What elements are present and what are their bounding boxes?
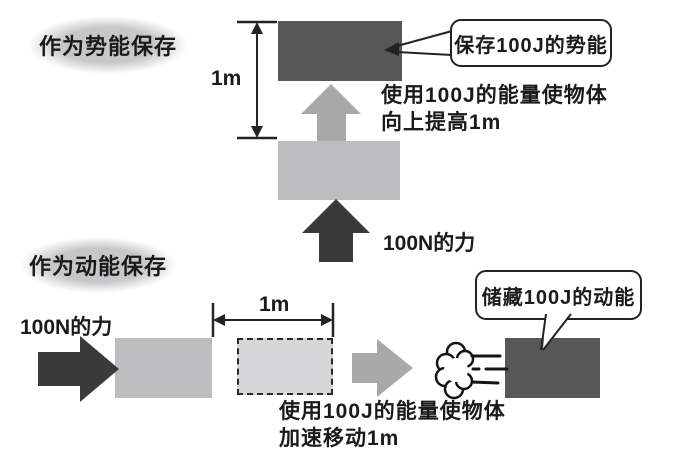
start-object-box [115,338,212,398]
lift-caption-line2: 向上提高1m [381,111,502,134]
force-right-arrow-icon [38,336,119,402]
kinetic-energy-callout: 储藏100J的动能 [475,270,642,320]
kinetic-energy-section-label: 作为动能保存 [20,237,176,293]
push-force-label: 100N的力 [20,316,113,339]
accelerate-caption-line2: 加速移动1m [279,427,400,450]
accelerate-caption: 使用100J的能量使物体 加速移动1m [279,398,506,452]
upward-force-label: 100N的力 [383,232,476,255]
raised-object-box [278,21,402,81]
moved-object-ghost-box [237,338,333,395]
potential-energy-callout: 保存100J的势能 [450,19,612,67]
accelerate-caption-line1: 使用100J的能量使物体 [279,400,506,423]
moving-object-box [505,338,600,398]
lift-caption-line1: 使用100J的能量使物体 [381,84,608,107]
motion-puff-icon [434,341,509,400]
height-measure-label: 1m [211,67,242,90]
distance-measure-label: 1m [259,293,290,316]
potential-energy-section-label: 作为势能保存 [28,16,188,74]
lift-caption: 使用100J的能量使物体 向上提高1m [381,82,608,136]
height-measure-arrow [237,20,277,140]
force-up-arrow-icon [302,199,370,262]
ground-object-box [278,141,400,200]
lift-up-arrow-icon [301,84,361,141]
transition-right-arrow-icon [352,339,413,397]
